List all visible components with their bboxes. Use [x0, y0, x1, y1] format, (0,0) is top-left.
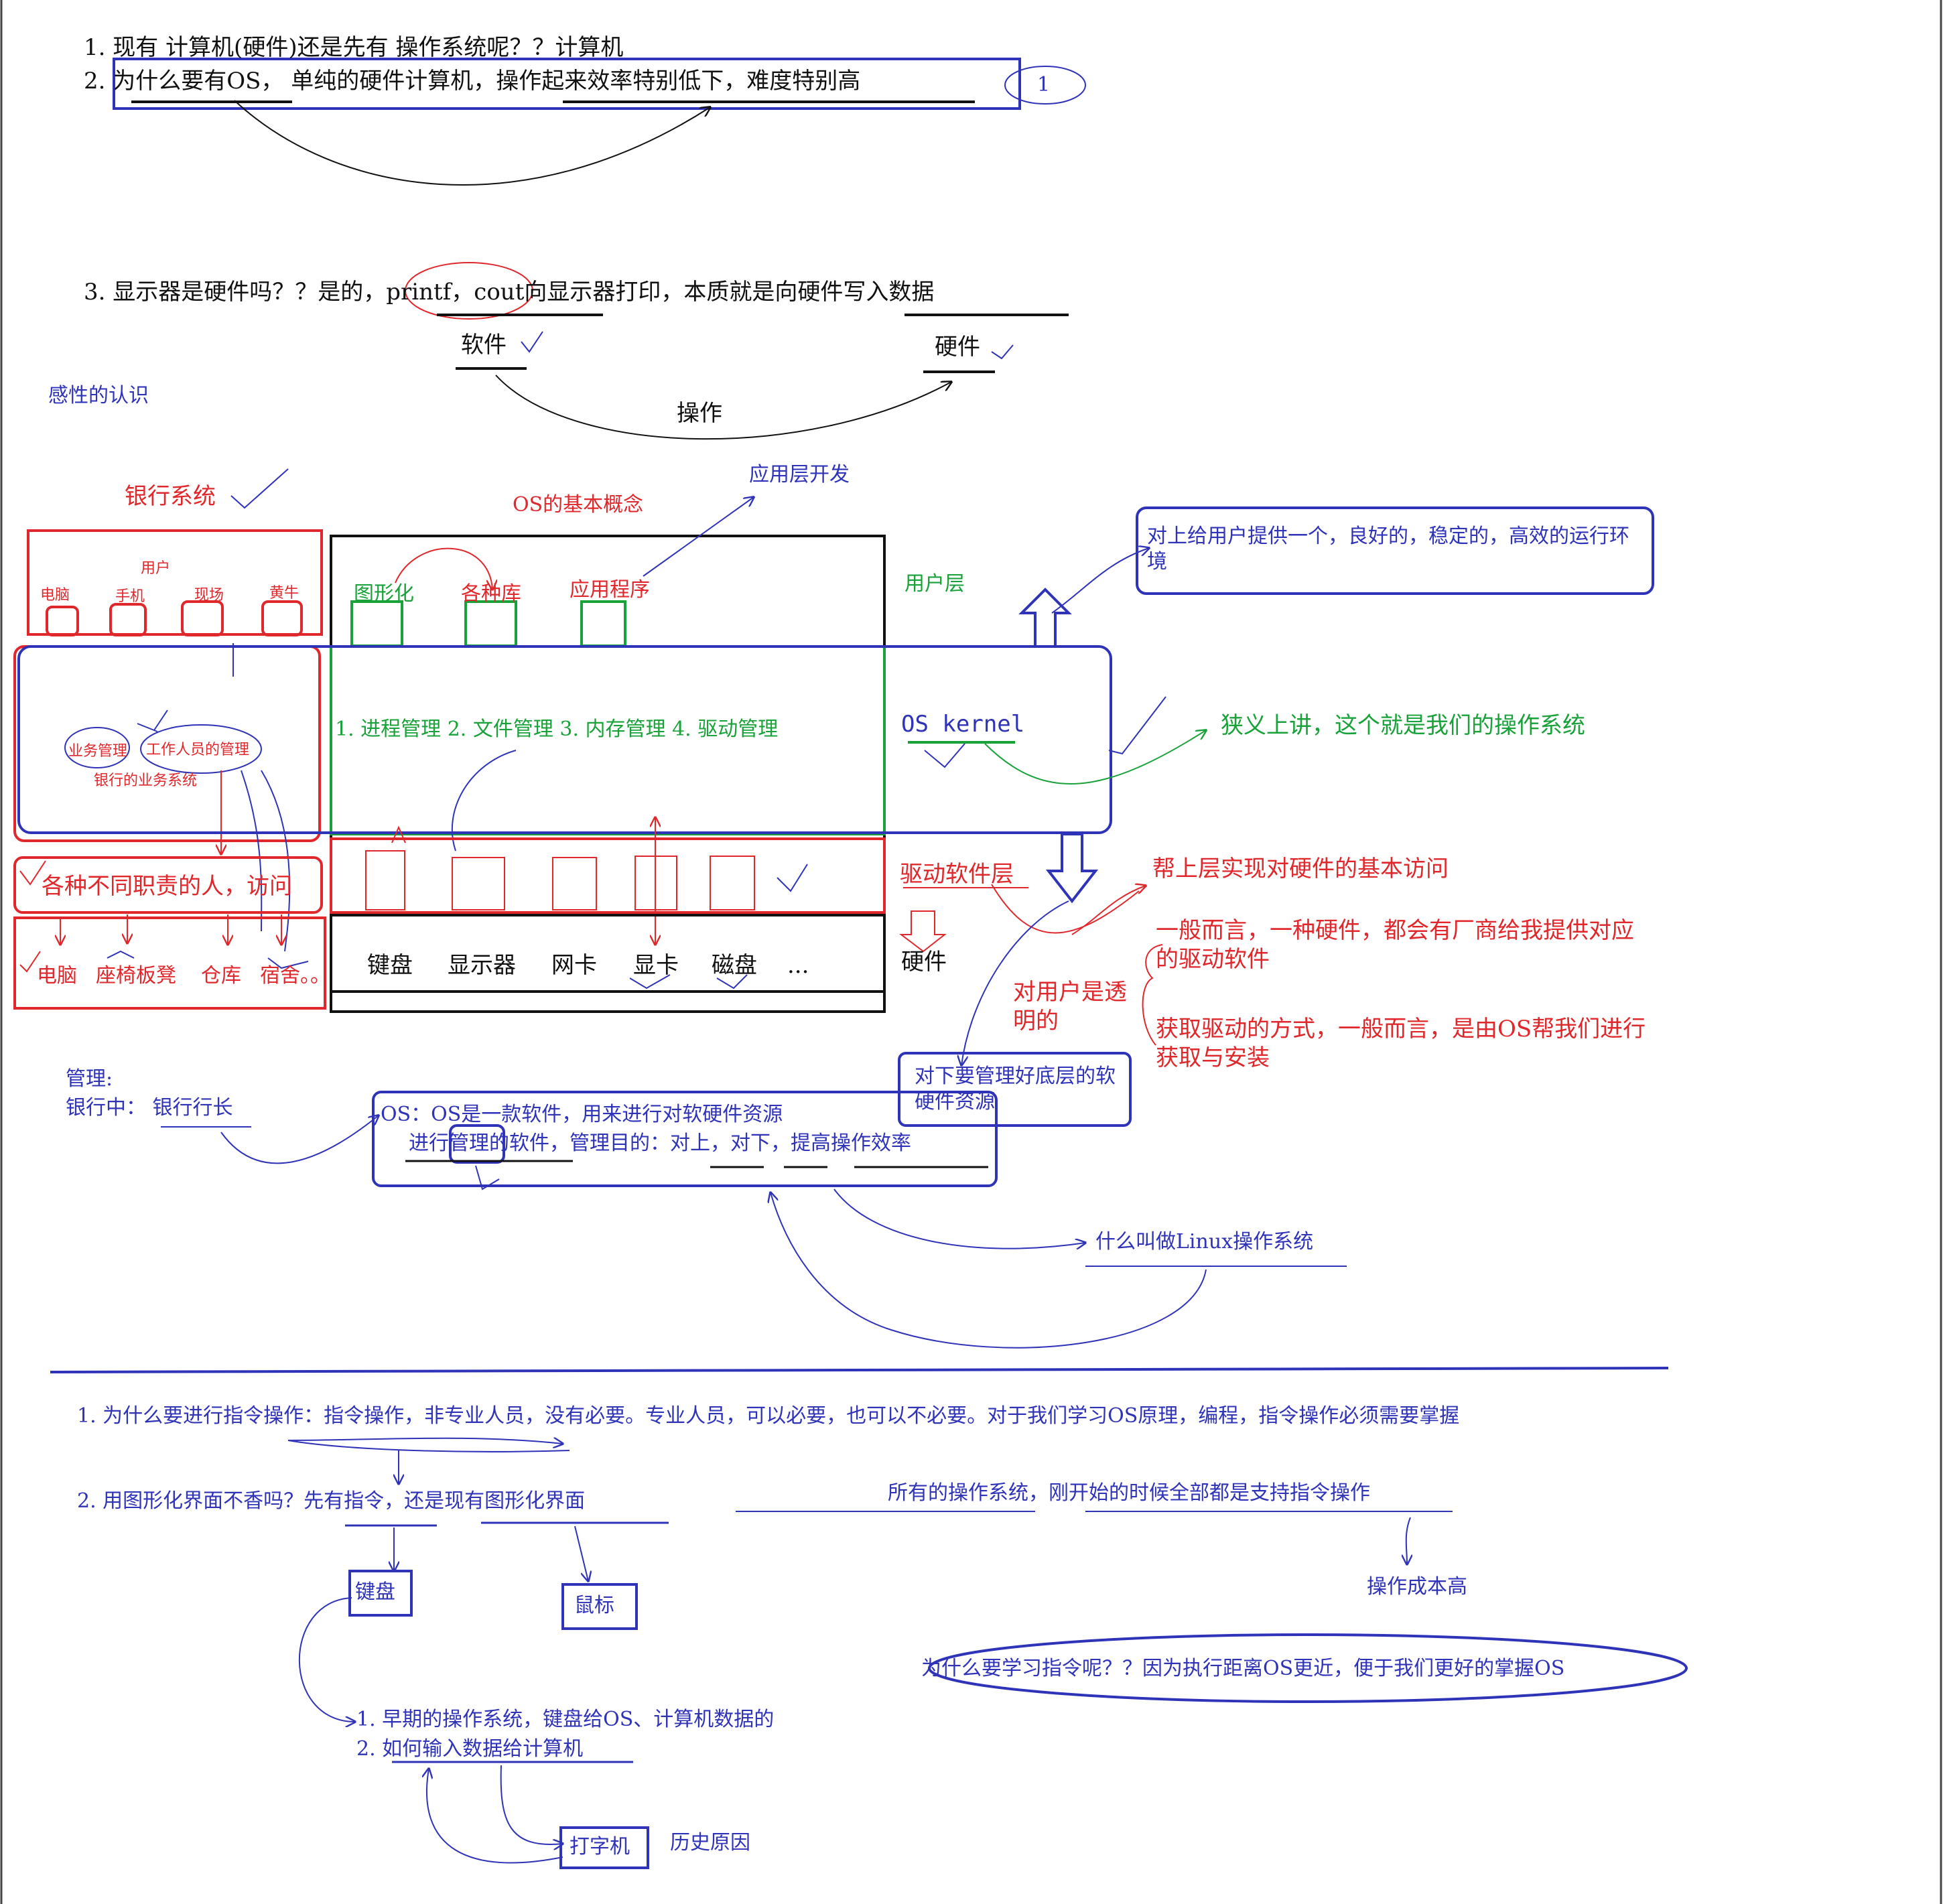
squiggle-1 — [107, 950, 135, 959]
keyboard-box — [348, 1570, 413, 1617]
lower-desc-box — [898, 1052, 1132, 1127]
check-bank — [230, 468, 289, 509]
check-software — [521, 331, 543, 353]
os-definition-box — [372, 1091, 998, 1187]
upper-desc-box — [1136, 506, 1654, 595]
arrow-business — [137, 709, 168, 732]
mouse-box — [561, 1583, 638, 1630]
check-driver — [777, 864, 808, 892]
up-arrow — [1018, 588, 1072, 648]
check-res — [19, 951, 41, 973]
kernel-green-box — [330, 645, 886, 835]
driver-layer-box — [330, 837, 886, 914]
arrow-typewriter-back — [427, 1769, 563, 1864]
business-mgmt-circle — [64, 727, 130, 768]
bank-user-onsite — [181, 600, 224, 636]
arrow-app-dev — [643, 497, 754, 577]
red-down-arrow — [899, 910, 947, 953]
squiggle-2 — [267, 957, 309, 969]
gui-box — [350, 600, 403, 647]
circle-mark — [1004, 66, 1086, 105]
arrow-gui-libs — [395, 547, 492, 590]
printf-circle — [405, 262, 533, 320]
arrow-upper-desc — [1051, 548, 1149, 614]
bank-user-box — [27, 529, 323, 636]
arrow-to-typewriter — [500, 1765, 563, 1844]
bank-user-phone — [109, 603, 147, 636]
arrow-driver-up — [391, 825, 406, 843]
arrow-bank-os — [220, 1115, 379, 1164]
arrow-lower-desc — [961, 900, 1069, 1065]
section-separator — [50, 1367, 1669, 1373]
driver-2 — [452, 857, 505, 910]
typewriter-box — [559, 1826, 649, 1869]
curve-driver — [991, 884, 1140, 934]
driver-1 — [365, 850, 405, 910]
arrow-driver-help — [1071, 886, 1146, 935]
arrow-to-mouse — [574, 1525, 588, 1581]
check-kernel — [1108, 696, 1166, 755]
libs-box — [464, 600, 517, 647]
driver-3 — [552, 857, 597, 910]
bank-staff-box — [13, 856, 323, 914]
squiggle-gpu — [629, 974, 671, 990]
mgmt-word-box — [449, 1124, 505, 1164]
arrow-cost — [1406, 1517, 1410, 1564]
arrow-keyboard-early — [298, 1597, 355, 1722]
bank-user-scalper — [261, 600, 303, 636]
bank-business-box — [13, 645, 321, 842]
arrow-command-q — [287, 1438, 570, 1452]
brace-driver-notes — [1142, 944, 1163, 1046]
squiggle-disk — [716, 974, 748, 990]
squiggle-kernel — [924, 743, 965, 768]
check-hardware — [991, 344, 1014, 360]
bank-user-computer — [46, 606, 79, 636]
driver-5 — [710, 856, 755, 910]
arrow-linux — [833, 1188, 1085, 1249]
why-learn-ellipse — [928, 1633, 1688, 1703]
hardware-layer-box — [330, 914, 886, 1013]
staff-mgmt-circle — [140, 724, 262, 774]
line-staff-down-2 — [261, 770, 291, 952]
arrow-linux-back — [770, 1193, 1207, 1349]
bank-resource-box — [13, 916, 326, 1010]
check-staff — [19, 860, 46, 886]
line-staff-down — [241, 770, 263, 932]
squiggle-mgmt — [475, 1165, 500, 1191]
arrow-narrow — [984, 730, 1206, 785]
arrow-why-efficiency — [234, 100, 710, 186]
os-outer-box — [330, 535, 886, 993]
why-os-box — [113, 58, 1021, 110]
down-arrow — [1045, 833, 1099, 904]
apps-box — [580, 600, 626, 647]
kernel-blue-box — [17, 645, 1112, 834]
arrow-software-hardware — [495, 375, 951, 440]
curve-driver-mgmt — [451, 750, 517, 852]
